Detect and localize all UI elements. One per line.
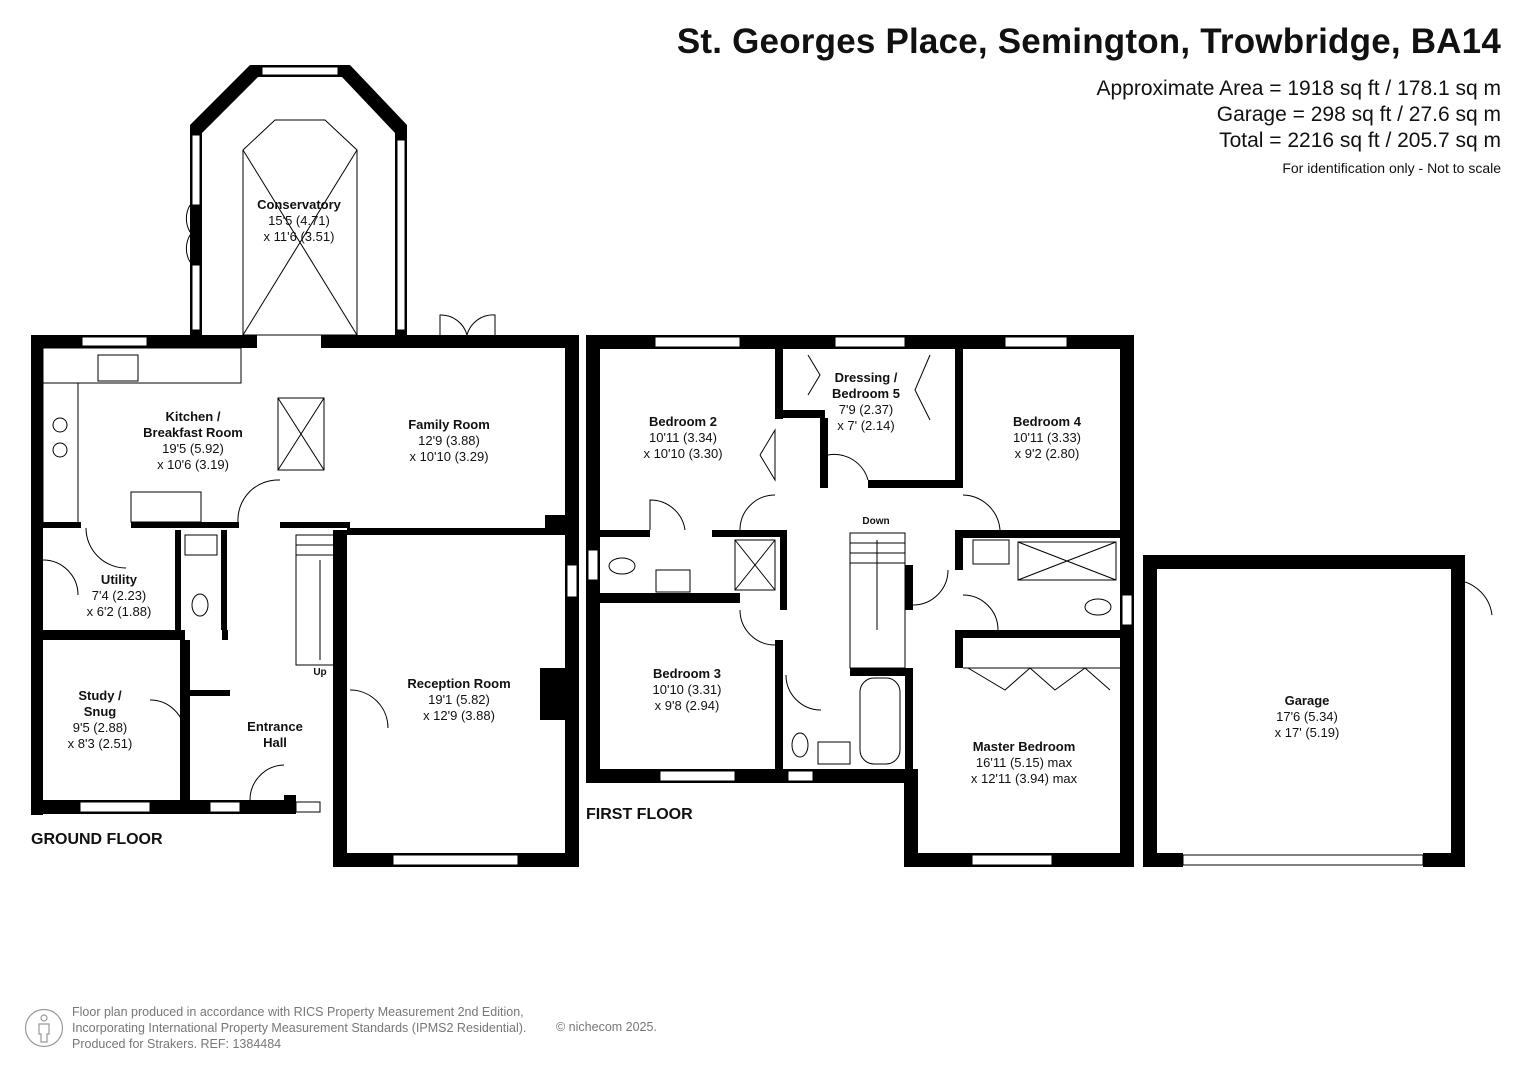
stairs-down-label: Down (862, 516, 890, 527)
scale-note: For identification only - Not to scale (1282, 160, 1501, 176)
family-room-label: Family Room 12'9 (3.88) x 10'10 (3.29) (408, 417, 490, 464)
walls (31, 65, 1465, 867)
conservatory-label: Conservatory 15'5 (4.71) x 11'6 (3.51) (257, 197, 341, 244)
copyright: © nichecom 2025. (556, 1020, 657, 1034)
entrance-hall-label: Entrance Hall (247, 719, 303, 750)
bedroom-3-label: Bedroom 3 10'10 (3.31) x 9'8 (2.94) (652, 666, 722, 713)
bedroom-2-label: Bedroom 2 10'11 (3.34) x 10'10 (3.30) (643, 414, 723, 461)
approximate-area: Approximate Area = 1918 sq ft / 178.1 sq… (1096, 77, 1502, 100)
study-label: Study / Snug 9'5 (2.88) x 8'3 (2.51) (67, 688, 133, 751)
windows (79, 66, 1424, 866)
footer-text: Floor plan produced in accordance with R… (72, 1004, 526, 1052)
master-bedroom-label: Master Bedroom 16'11 (5.15) max x 12'11 … (970, 739, 1078, 786)
ground-floor-label: GROUND FLOOR (31, 831, 163, 848)
total-area: Total = 2216 sq ft / 205.7 sq m (1219, 129, 1501, 152)
footer-line-1: Floor plan produced in accordance with R… (72, 1005, 524, 1019)
header: St. Georges Place, Semington, Trowbridge… (677, 22, 1501, 176)
fixtures (42, 119, 1493, 801)
property-title: St. Georges Place, Semington, Trowbridge… (676, 22, 1501, 61)
stairs-up-label: Up (313, 667, 327, 678)
garage-area: Garage = 298 sq ft / 27.6 sq m (1216, 103, 1501, 126)
garage-label: Garage 17'6 (5.34) x 17' (5.19) (1274, 693, 1340, 740)
bedroom-4-label: Bedroom 4 10'11 (3.33) x 9'2 (2.80) (1012, 414, 1082, 461)
footer-line-2: Incorporating International Property Mea… (72, 1021, 527, 1035)
first-floor-label: FIRST FLOOR (586, 806, 693, 823)
reception-room-label: Reception Room 19'1 (5.82) x 12'9 (3.88) (407, 676, 511, 723)
dressing-bedroom-5-label: Dressing / Bedroom 5 7'9 (2.37) x 7' (2.… (832, 370, 900, 433)
person-icon (24, 1008, 64, 1048)
kitchen-label: Kitchen / Breakfast Room 19'5 (5.92) x 1… (143, 409, 243, 472)
utility-label: Utility 7'4 (2.23) x 6'2 (1.88) (86, 572, 152, 619)
footer-line-3: Produced for Strakers. REF: 1384484 (72, 1037, 282, 1051)
